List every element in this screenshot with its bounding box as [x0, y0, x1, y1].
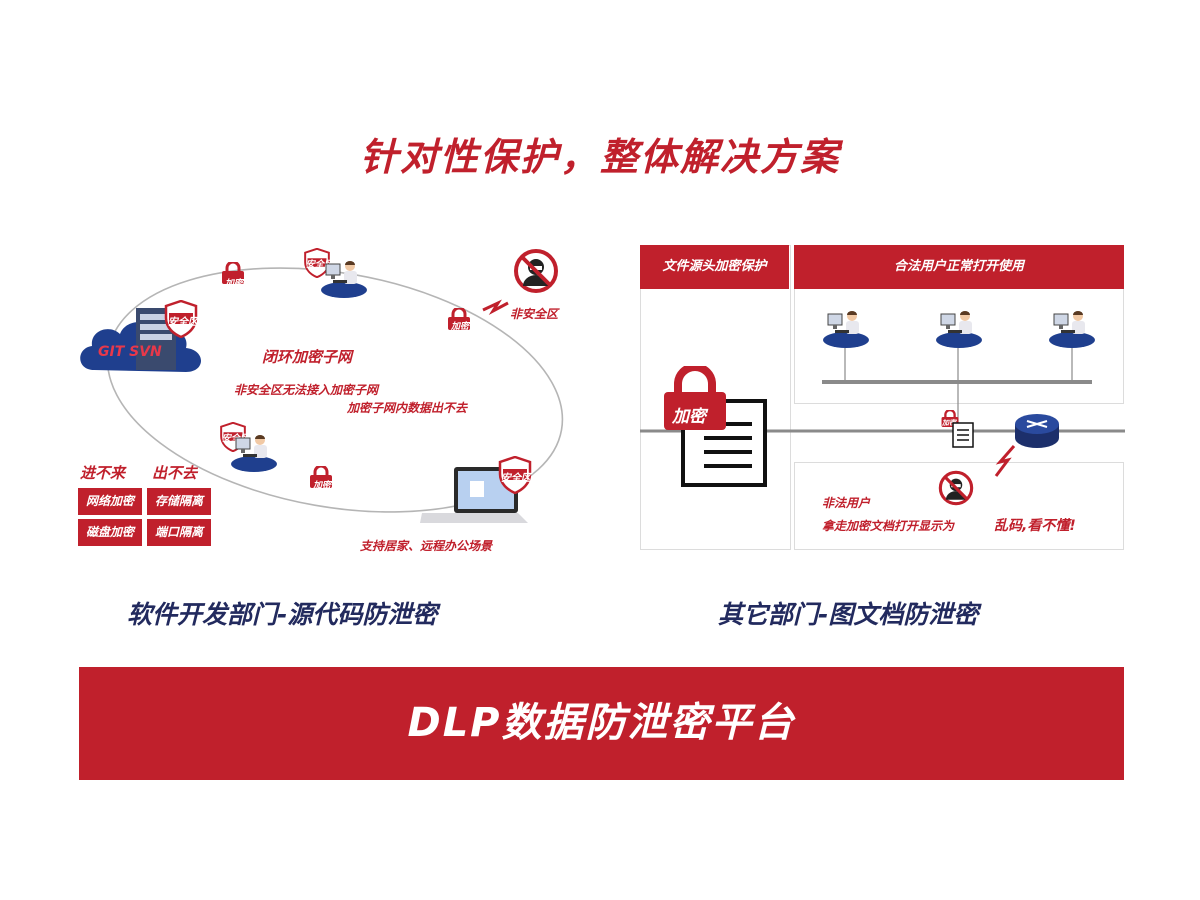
safe-zone-label: 安全区: [168, 317, 198, 328]
big-lock-label: 加密: [672, 407, 706, 427]
platform-banner: DLP数据防泄密平台: [79, 667, 1124, 780]
user-workstation-icon: [1048, 308, 1096, 348]
left-subtitle: 软件开发部门-源代码防泄密: [127, 600, 438, 629]
server-label: GIT SVN: [98, 344, 162, 360]
tag-port-isolation: 端口隔离: [147, 519, 211, 546]
right-subtitle: 其它部门-图文档防泄密: [718, 600, 979, 629]
illegal-user-title: 非法用户: [822, 496, 871, 510]
file-source-header: 文件源头加密保护: [640, 245, 789, 289]
lock-label: 加密: [451, 322, 470, 332]
user-workstation-icon: [935, 308, 983, 348]
safe-zone-label: 安全区: [501, 473, 531, 484]
illegal-user-result: 乱码,看不懂!: [994, 518, 1076, 534]
legend-in: 进不来: [80, 464, 126, 482]
ring-title: 闭环加密子网: [262, 348, 353, 366]
tag-storage-isolation: 存储隔离: [147, 488, 211, 515]
legal-users-header: 合法用户正常打开使用: [794, 245, 1124, 289]
tag-disk-encryption: 磁盘加密: [78, 519, 142, 546]
illegal-user-desc: 拿走加密文档打开显示为: [822, 519, 955, 533]
tag-network-encryption: 网络加密: [78, 488, 142, 515]
ring-desc-2: 加密子网内数据出不去: [347, 401, 468, 415]
small-lock-label: 加密: [942, 419, 956, 427]
prohibited-hacker-icon: [938, 470, 974, 506]
legend-out: 出不去: [152, 464, 198, 482]
user-workstation-icon: [822, 308, 870, 348]
unsafe-zone-label: 非安全区: [510, 307, 559, 321]
router-icon: [1015, 414, 1059, 448]
lightning-icon: [994, 445, 1016, 477]
platform-banner-text: DLP数据防泄密平台: [407, 700, 796, 746]
safe-zone-label: 安全区: [306, 260, 334, 270]
lock-label: 加密: [313, 481, 332, 491]
big-lock-icon: [664, 366, 726, 430]
document-icon: [952, 422, 974, 448]
user-workstation-icon: [320, 258, 368, 298]
remote-work-note: 支持居家、远程办公场景: [360, 539, 493, 553]
ring-desc-1: 非安全区无法接入加密子网: [234, 383, 379, 397]
lock-label: 加密: [225, 279, 244, 289]
user-workstation-icon: [230, 432, 278, 472]
prohibited-hacker-icon: [513, 248, 559, 294]
page-title: 针对性保护，整体解决方案: [359, 135, 840, 179]
